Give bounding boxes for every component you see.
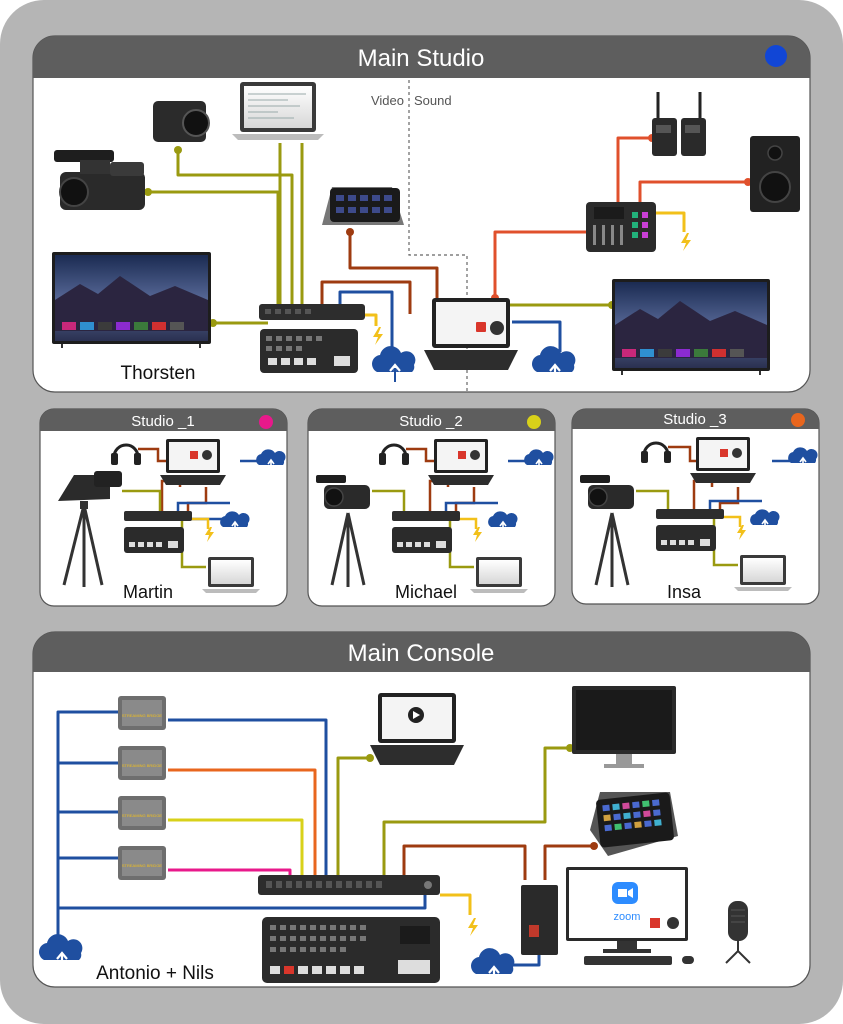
monitor-laptop [470,557,528,593]
headphones-icon [379,443,409,465]
main-console-cables [56,710,594,967]
cloud-upload-icon [488,511,518,533]
atem-mini-control-panel [260,329,358,373]
cable-switcher-network [338,290,394,352]
studio-1-person: Martin [123,582,173,602]
divider-video-label: Video [371,93,404,108]
main-console-title: Main Console [348,640,495,667]
studio-3-person: Insa [667,582,702,602]
pc-tower [521,885,558,955]
main-studio-badge [765,45,787,67]
cable-ptz-switcher [176,150,294,306]
monitor-laptop [202,557,260,593]
studio-1-panel: Studio _1 Martin [39,408,288,607]
cloud-upload-icon [524,449,554,471]
cloud-upload-icon [750,509,780,531]
cable-streamdeck-laptop [348,232,439,300]
divider-sound-label: Sound [414,93,452,108]
main-studio-title: Main Studio [358,45,485,72]
studio-laptop [690,437,756,483]
studio-speaker [750,136,800,212]
atem-mini-control-panel [392,527,452,553]
converter-label: STREAMING BRIDGE [122,713,163,718]
cable-mixer-speaker [638,180,748,205]
streaming-bridge-2: STREAMING BRIDGE [118,746,166,780]
cable-laptop-mixer [493,230,590,300]
headphones-icon [641,441,671,463]
studio-microphone [725,901,751,964]
studio-3-badge [791,413,805,427]
monitor-tv-left [52,252,211,348]
cloud-upload-icon [39,934,83,970]
streaming-laptop [424,298,518,370]
studio-1-title: Studio _1 [131,413,194,430]
streaming-bridge-1: STREAMING BRIDGE [118,696,166,730]
cable-mixer-power [656,211,686,232]
cable-switcher-laptop [320,280,412,314]
lightning-icon [473,527,482,542]
lightning-icon [373,327,383,345]
audio-mixer [586,202,656,252]
youtube-laptop [370,693,464,765]
atem-mini-control-panel [656,525,716,551]
cloud-upload-icon [532,346,576,382]
cloud-upload-icon [220,511,250,533]
monitor-tv-right [612,279,770,375]
lightning-icon [737,525,746,540]
studio-2-person: Michael [395,582,457,602]
cloud-upload-icon [256,449,286,471]
cloud-upload-icon [788,447,818,469]
cloud-upload-icon [372,346,416,382]
atem-streaming-switcher [656,509,724,519]
zoom-monitor: zoom [566,867,694,965]
cable-mixer-mic-1 [616,136,652,205]
converter-label: STREAMING BRIDGE [122,813,163,818]
lightning-icon [468,918,478,936]
cloud-upload-icon [471,948,515,984]
studio-2-title: Studio _2 [399,413,462,430]
zoom-label: zoom [614,911,641,923]
converter-label: STREAMING BRIDGE [122,863,163,868]
studio-3-panel: Studio _3 Insa [571,408,820,605]
desktop-monitor [572,686,676,768]
streaming-bridge-3: STREAMING BRIDGE [118,796,166,830]
cable-camera-switcher [148,190,280,306]
box-camera [153,101,210,142]
main-studio-person: Thorsten [121,363,196,384]
control-laptop [232,82,324,140]
lightning-icon [205,527,214,542]
broadcast-camera [54,150,145,210]
monitor-laptop [734,555,792,591]
wireless-mic-receivers [652,92,706,156]
atem-streaming-switcher [259,304,365,320]
video-camera [316,475,370,587]
atem-streaming-switcher [124,511,192,521]
stream-deck [322,187,404,225]
lightning-icon [681,233,691,251]
atem-extreme-switcher [258,875,440,895]
streaming-bridge-4: STREAMING BRIDGE [118,846,166,880]
atem-extreme-control-panel [262,917,440,983]
main-console-person: Antonio + Nils [96,963,214,984]
converter-label: STREAMING BRIDGE [122,763,163,768]
atem-mini-control-panel [124,527,184,553]
headphones-icon [111,443,141,465]
atem-streaming-switcher [392,511,460,521]
studio-3-title: Studio _3 [663,411,726,428]
studio-2-badge [527,415,541,429]
teleprompter [58,471,122,587]
studio-laptop [428,439,494,485]
main-studio-panel: Main Studio Video Sound Thorsten [32,35,811,393]
main-console-panel: Main Console Antonio + Nils S [32,631,811,988]
video-camera [580,475,634,587]
cable-laptop-network [512,320,562,352]
studio-laptop [160,439,226,485]
studio-2-panel: Studio _2 Michael [307,408,556,607]
stream-deck-xl [590,792,678,856]
studio-1-badge [259,415,273,429]
